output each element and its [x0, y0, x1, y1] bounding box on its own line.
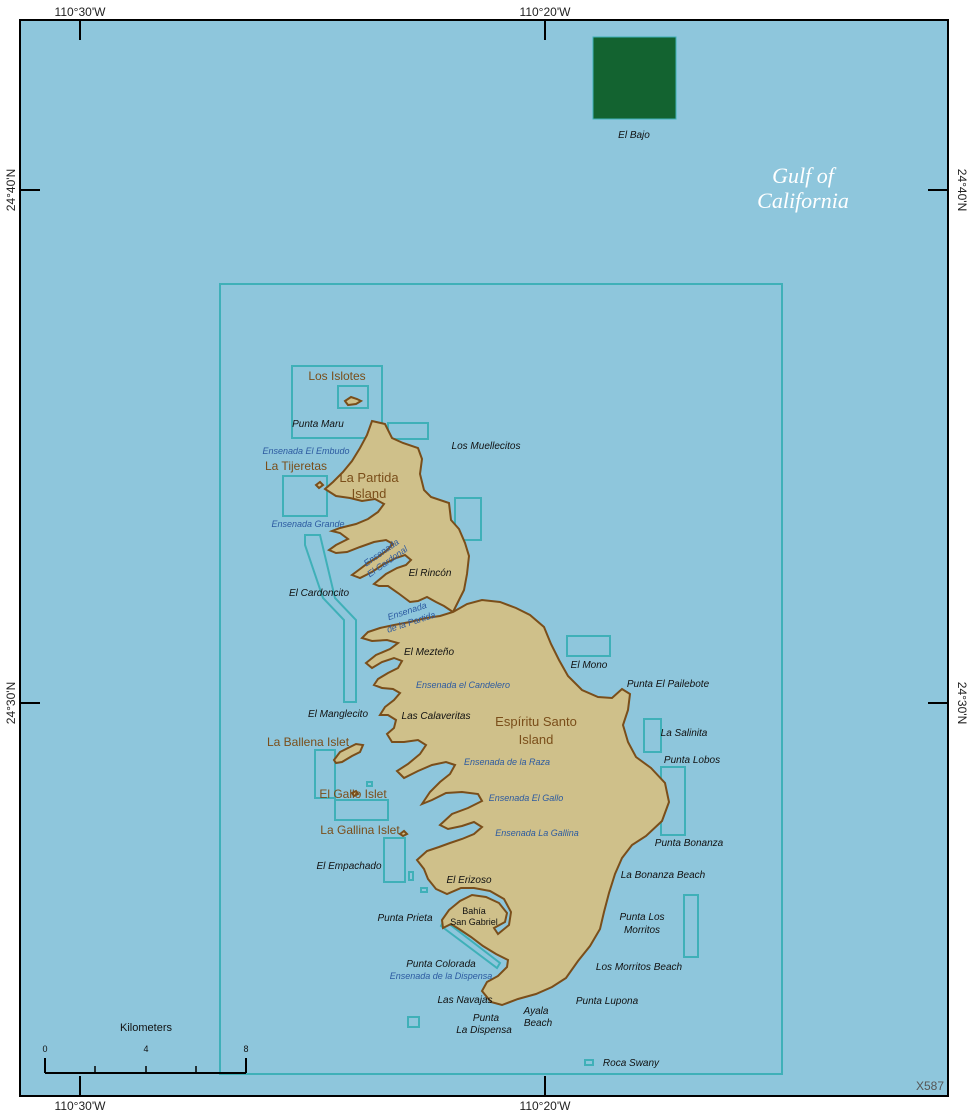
espiritu-santo-label-line1: Espíritu Santo [495, 714, 577, 729]
las-calaveritas-label: Las Calaveritas [402, 711, 471, 722]
ensenada-grande-label: Ensenada Grande [271, 519, 344, 529]
latitude-label-left-upper: 24°40'N [4, 169, 18, 211]
la-tijeretas-label: La Tijeretas [265, 459, 327, 473]
la-partida-island [323, 419, 471, 614]
punta-el-pailebote-label: Punta El Pailebote [627, 679, 710, 690]
bahia-san-gabriel-label-line2: San Gabriel [450, 917, 498, 927]
scale-tick-label-8: 8 [243, 1044, 248, 1054]
punta-los-morritos-label-line1: Punta Los [619, 912, 664, 923]
ensenada-de-la-raza-label: Ensenada de la Raza [464, 757, 550, 767]
ensenada-el-gallo-label: Ensenada El Gallo [489, 793, 564, 803]
punta-la-dispensa-label-line2: La Dispensa [456, 1025, 512, 1036]
punta-prieta-label: Punta Prieta [377, 913, 432, 924]
la-partida-label-line2: Island [352, 486, 387, 501]
punta-colorada-label: Punta Colorada [406, 959, 476, 970]
espiritu-santo-island [360, 598, 671, 1007]
punta-lupona-label: Punta Lupona [576, 996, 639, 1007]
longitude-label-bottom-left: 110°30'W [55, 1099, 107, 1113]
la-gallina-islet [398, 829, 409, 838]
latitude-label-right-lower: 24°30'N [955, 682, 969, 724]
longitude-label-bottom-mid: 110°20'W [520, 1099, 572, 1113]
el-gallo-islet-label: El Gallo Islet [319, 787, 387, 801]
los-muellecitos-label: Los Muellecitos [452, 441, 521, 452]
punta-la-dispensa-label-line1: Punta [473, 1013, 500, 1024]
las-navajas-label: Las Navajas [437, 995, 492, 1006]
el-mezteno-label: El Mezteño [404, 647, 454, 658]
longitude-label-top-left: 110°30'W [55, 5, 107, 19]
punta-maru-label: Punta Maru [292, 419, 344, 430]
el-rincon-label: El Rincón [409, 568, 452, 579]
scale-tick-label-0: 0 [42, 1044, 47, 1054]
los-islotes-label: Los Islotes [308, 369, 365, 383]
el-cardoncito-label: El Cardoncito [289, 588, 349, 599]
map-id-label: X587 [916, 1079, 944, 1093]
espiritu-santo-label-line2: Island [519, 732, 554, 747]
el-empachado-label: El Empachado [316, 861, 381, 872]
scale-tick-label-4: 4 [143, 1044, 148, 1054]
el-bajo-label: El Bajo [618, 130, 650, 141]
la-salinita-label: La Salinita [661, 728, 708, 739]
scale-bar: Kilometers 0 4 8 [42, 1022, 249, 1074]
la-ballena-islet-label: La Ballena Islet [267, 735, 350, 749]
la-ballena-islet [332, 742, 365, 765]
la-gallina-islet-label: La Gallina Islet [320, 823, 400, 837]
ayala-beach-label-line2: Beach [524, 1018, 553, 1029]
ayala-beach-label-line1: Ayala [523, 1006, 549, 1017]
el-bajo-reserve [592, 36, 677, 120]
islands [314, 395, 671, 1007]
ensenada-el-embudo-label: Ensenada El Embudo [262, 446, 349, 456]
los-islotes-islet [343, 395, 364, 407]
ensenada-la-gallina-label: Ensenada La Gallina [495, 828, 579, 838]
el-mono-label: El Mono [571, 660, 608, 671]
park-boundary [219, 283, 783, 1075]
punta-los-morritos-label-line2: Morritos [624, 925, 660, 936]
graticule-ticks [20, 20, 948, 1096]
scale-bar-title: Kilometers [120, 1022, 172, 1034]
latitude-label-left-lower: 24°30'N [4, 682, 18, 724]
la-partida-label-line1: La Partida [339, 470, 399, 485]
la-tijeretas-islet [314, 480, 325, 490]
longitude-label-top-mid: 110°20'W [520, 5, 572, 19]
gulf-label-line2: California [757, 188, 849, 213]
ensenada-de-la-dispensa-label: Ensenada de la Dispensa [390, 971, 493, 981]
el-erizoso-label: El Erizoso [446, 875, 491, 886]
protection-zones [282, 365, 699, 1066]
punta-lobos-label: Punta Lobos [664, 755, 720, 766]
ensenada-el-candelero-label: Ensenada el Candelero [416, 680, 510, 690]
el-manglecito-label: El Manglecito [308, 709, 368, 720]
punta-bonanza-label: Punta Bonanza [655, 838, 724, 849]
los-morritos-beach-label: Los Morritos Beach [596, 962, 683, 973]
el-gallo-islet [350, 789, 360, 798]
bahia-san-gabriel-label-line1: Bahía [462, 906, 486, 916]
la-bonanza-beach-label: La Bonanza Beach [621, 870, 706, 881]
gulf-label-line1: Gulf of [772, 163, 837, 188]
latitude-label-right-upper: 24°40'N [955, 169, 969, 211]
roca-swany-label: Roca Swany [603, 1058, 660, 1069]
